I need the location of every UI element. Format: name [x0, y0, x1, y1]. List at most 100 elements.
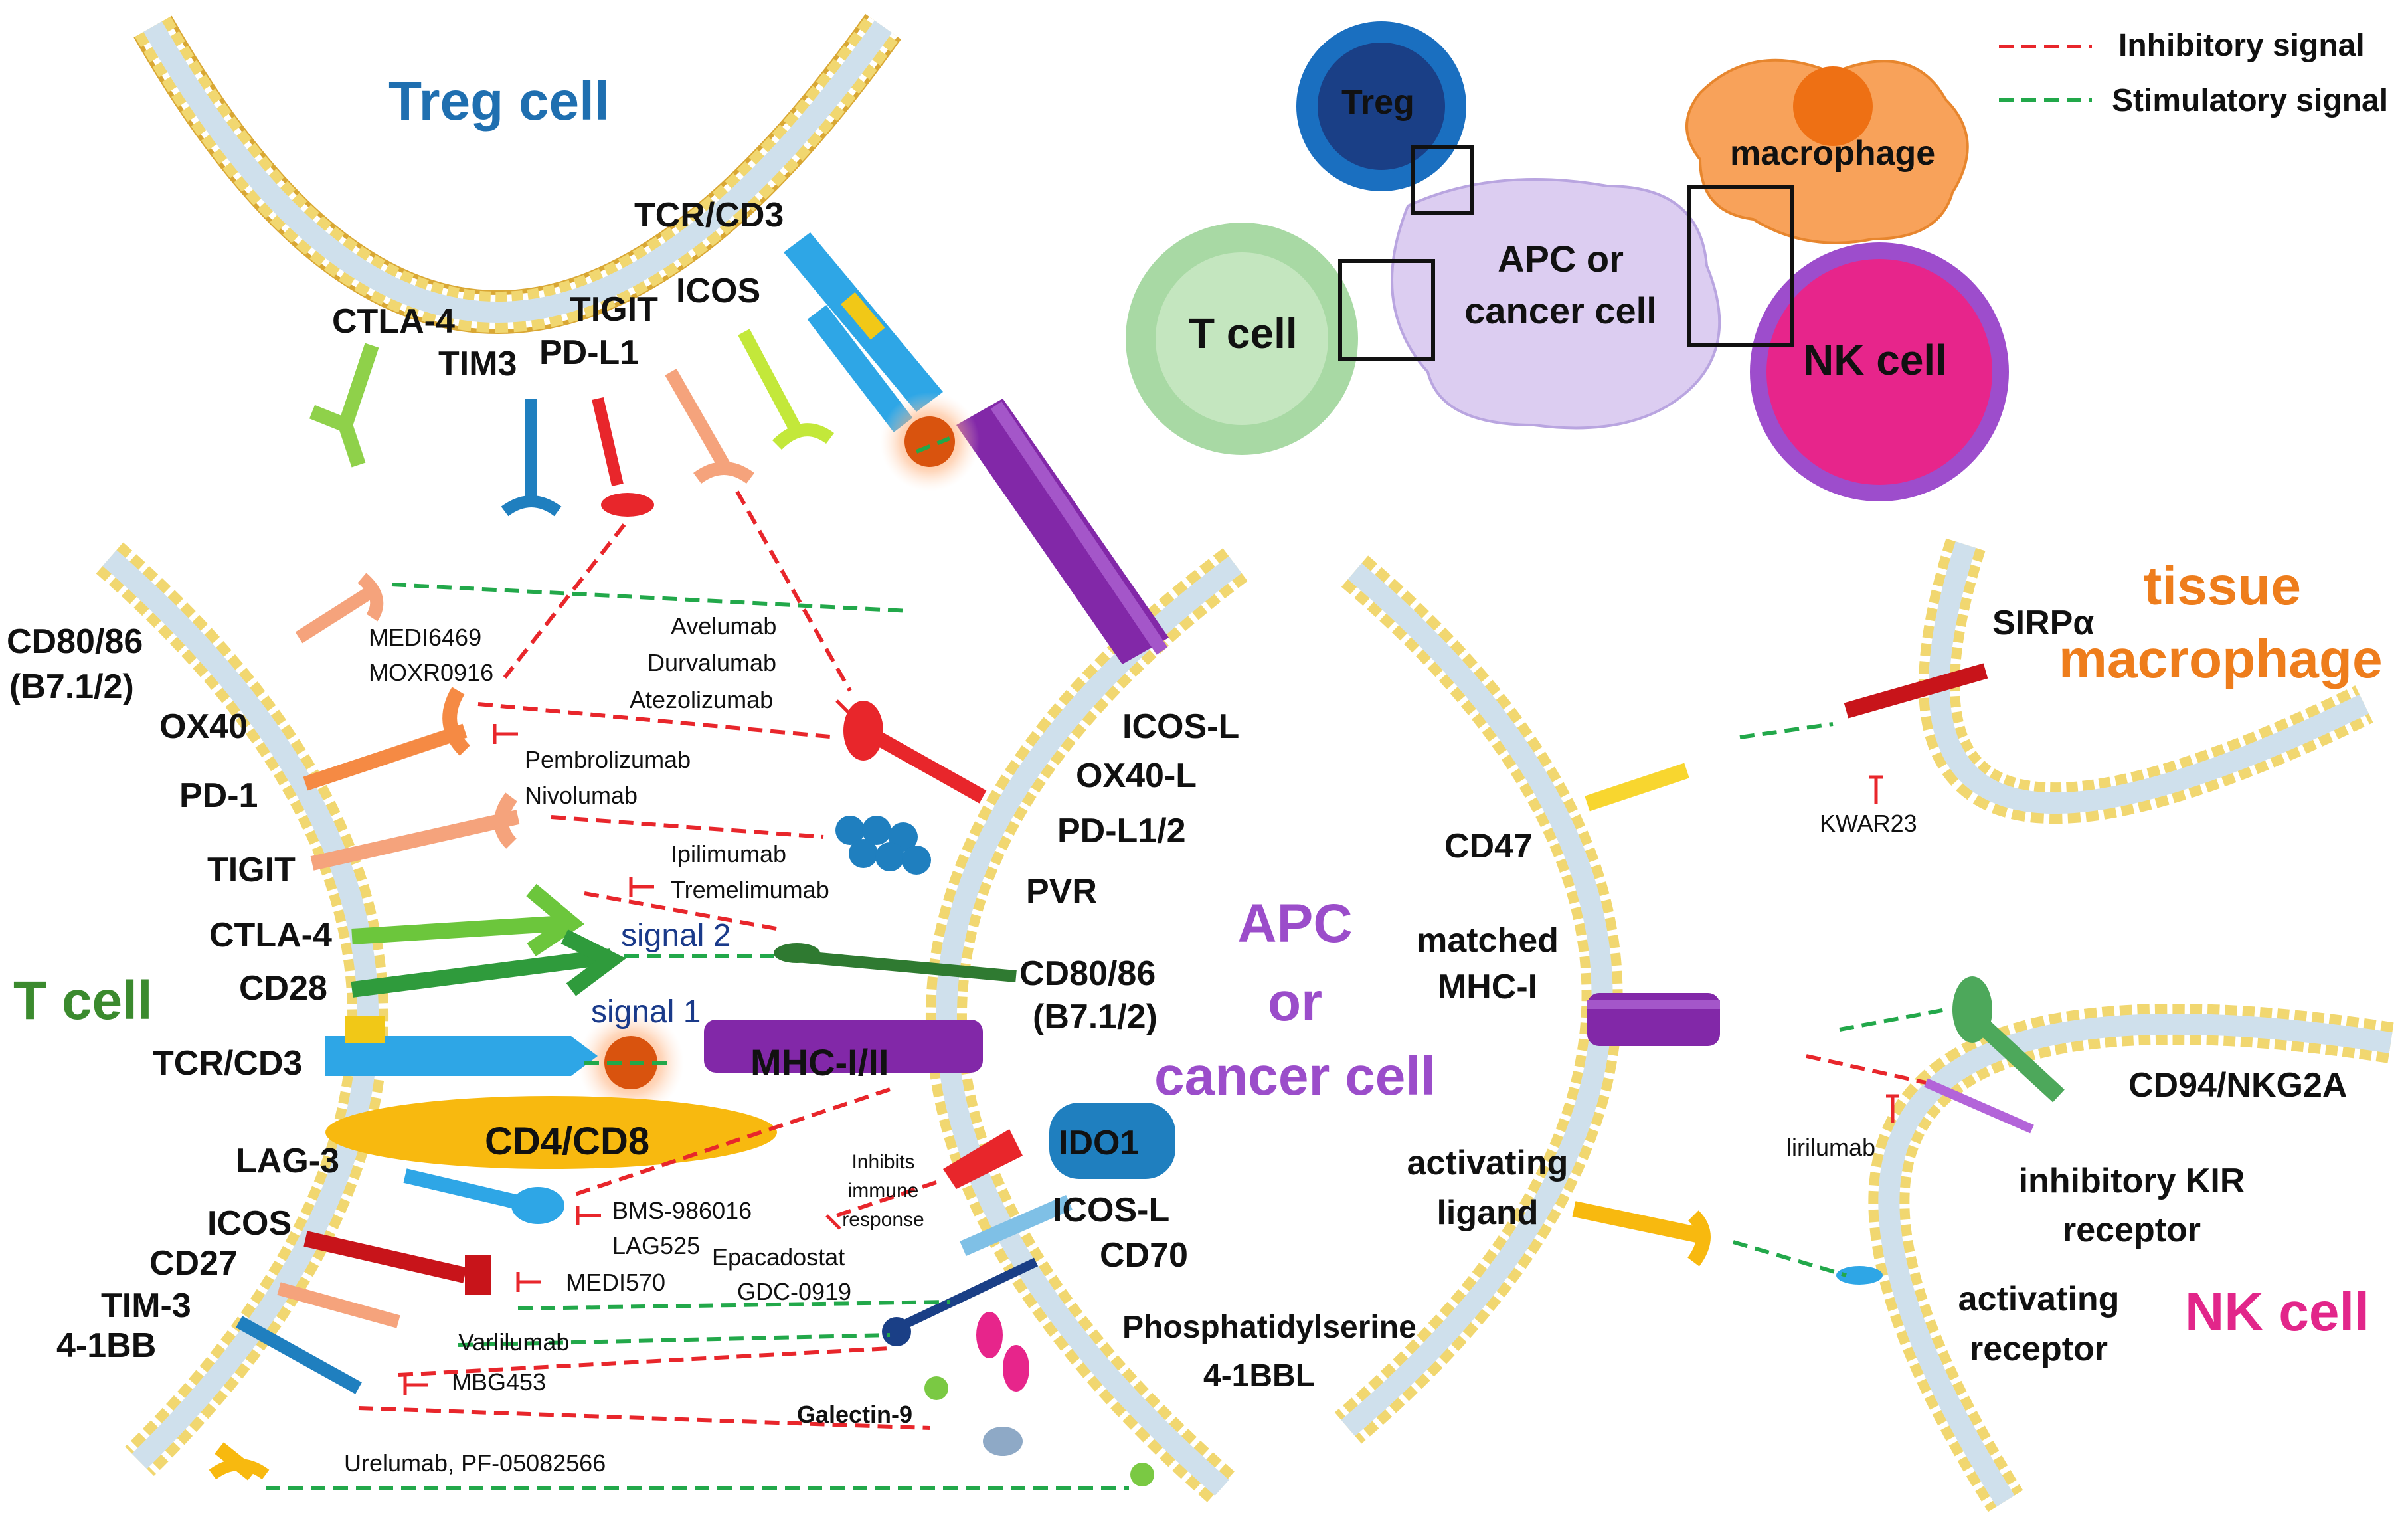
apc-cd80-label: CD80/86 — [1019, 954, 1156, 993]
apc-b7-label: (B7.1/2) — [1033, 998, 1158, 1036]
macrophage-membrane — [1919, 538, 2373, 824]
apc-ps-label: Phosphatidylserine — [1122, 1310, 1417, 1345]
tcell-pd1-label: PD-1 — [179, 776, 258, 815]
tcell-ox40-label: OX40 — [159, 707, 248, 746]
drug-atezolizumab: Atezolizumab — [630, 686, 774, 713]
apc-mhc-label: MHC-I/II — [750, 1041, 889, 1083]
drug-bms986016: BMS-986016 — [612, 1197, 752, 1224]
tcell-tcr-cd3-label: TCR/CD3 — [153, 1044, 303, 1083]
activating-ligand-line2: ligand — [1436, 1194, 1539, 1232]
inhibitory-kir-line2: receptor — [2062, 1211, 2201, 1249]
drug-durvalumab: Durvalumab — [647, 649, 777, 676]
inhibitory-kir-line1: inhibitory KIR — [2018, 1162, 2245, 1200]
overview-apc-line2: cancer cell — [1464, 290, 1657, 331]
apc-4-1bbl-label: 4-1BBL — [1203, 1358, 1316, 1394]
tcell-icos-label: ICOS — [207, 1204, 292, 1243]
tcell-b7-label: (B7.1/2) — [9, 668, 134, 706]
drug-pembrolizumab: Pembrolizumab — [525, 746, 691, 773]
overview-t-cell-label: T cell — [1189, 310, 1298, 357]
apc-galectin9-label: Galectin-9 — [797, 1401, 913, 1428]
drug-medi6469: MEDI6469 — [369, 624, 482, 651]
t-cell-membrane — [96, 542, 389, 1477]
t-cell-receptor-shapes — [209, 573, 777, 1481]
cd47-label: CD47 — [1444, 827, 1533, 865]
overview-apc-line1: APC or — [1498, 238, 1624, 280]
treg-tim3-label: TIM3 — [438, 345, 517, 383]
apc-title-line1: APC — [1237, 893, 1353, 954]
cd94-nkg2a-label: CD94/NKG2A — [2128, 1066, 2348, 1105]
inhibits-line3: response — [842, 1209, 924, 1231]
macrophage-title: macrophage — [2059, 629, 2383, 689]
drug-tremelimumab: Tremelimumab — [671, 876, 829, 903]
treg-cell-title: Treg cell — [388, 71, 610, 132]
drug-kwar23: KWAR23 — [1820, 810, 1917, 837]
overview-nk-cell-label: NK cell — [1803, 336, 1947, 384]
tcell-lag3-label: LAG-3 — [236, 1142, 339, 1180]
activating-ligand-line1: activating — [1407, 1144, 1569, 1182]
apc-ido1-label: IDO1 — [1059, 1124, 1140, 1162]
treg-pdl1-label: PD-L1 — [539, 333, 640, 372]
tcell-cd27-label: CD27 — [149, 1244, 238, 1283]
drug-nivolumab: Nivolumab — [525, 782, 638, 809]
apc-pvr-label: PVR — [1026, 872, 1097, 911]
overview-macrophage-label: macrophage — [1730, 134, 1936, 173]
matched-label: matched — [1417, 921, 1559, 960]
apc-title-line3: cancer cell — [1154, 1046, 1436, 1107]
stimulatory-signal-lines — [266, 436, 1946, 1490]
tcell-tim3-label: TIM-3 — [101, 1287, 191, 1325]
nk-panel-shapes — [1572, 663, 2065, 1285]
apc-icosl-label: ICOS-L — [1122, 707, 1240, 746]
apc-icosl2-label: ICOS-L — [1053, 1191, 1170, 1229]
drug-epacadostat: Epacadostat — [712, 1243, 845, 1271]
overview-cells — [1126, 21, 2009, 501]
apc-ligand-shapes — [774, 701, 1175, 1486]
treg-tigit-label: TIGIT — [570, 290, 658, 329]
tcell-4-1bb-label: 4-1BB — [56, 1326, 157, 1365]
overview-treg-label: Treg — [1341, 83, 1415, 122]
apc-pdl12-label: PD-L1/2 — [1057, 812, 1186, 850]
signal1-label: signal 1 — [591, 994, 701, 1030]
drug-lag525: LAG525 — [612, 1232, 701, 1259]
signal2-label: signal 2 — [621, 918, 731, 953]
apc-cd70-label: CD70 — [1100, 1236, 1188, 1275]
treg-receptor-shapes — [309, 232, 943, 517]
nk-cell-title: NK cell — [2185, 1282, 2369, 1342]
apc-title-line2: or — [1268, 972, 1322, 1032]
drug-varlilumab: Varlilumab — [458, 1328, 570, 1356]
drug-mbg453: MBG453 — [452, 1368, 547, 1395]
drug-avelumab: Avelumab — [671, 612, 777, 640]
apc-membrane — [926, 548, 1248, 1504]
drug-medi570: MEDI570 — [566, 1269, 666, 1296]
tissue-title: tissue — [2144, 556, 2301, 616]
inhibits-line2: immune — [847, 1180, 919, 1202]
legend-stimulatory-label: Stimulatory signal — [2112, 83, 2389, 118]
mhc-shapes — [704, 399, 1720, 1073]
activating-receptor-line1: activating — [1958, 1280, 2120, 1318]
drug-moxr0916: MOXR0916 — [369, 659, 494, 686]
treg-ctla4-label: CTLA-4 — [332, 302, 455, 341]
activating-receptor-line2: receptor — [1969, 1330, 2108, 1368]
drug-lirilumab: lirilumab — [1786, 1134, 1876, 1161]
drug-gdc0919: GDC-0919 — [737, 1278, 852, 1305]
treg-icos-label: ICOS — [676, 272, 761, 310]
apc-ox40l-label: OX40-L — [1076, 757, 1197, 795]
legend-inhibitory-label: Inhibitory signal — [2118, 28, 2365, 63]
treg-membrane — [133, 13, 901, 334]
tcell-tigit-label: TIGIT — [207, 851, 296, 889]
inhibitory-signal-lines — [358, 490, 1927, 1430]
tcell-ctla4-label: CTLA-4 — [209, 916, 332, 954]
tcell-cd80-label: CD80/86 — [7, 622, 143, 661]
tcell-cd28-label: CD28 — [239, 969, 327, 1008]
sirpa-label: SIRPα — [1992, 604, 2095, 642]
inhibits-line1: Inhibits — [851, 1151, 915, 1173]
tcell-cd4-cd8-label: CD4/CD8 — [485, 1120, 650, 1163]
drug-urelumab: Urelumab, PF-05082566 — [344, 1449, 606, 1477]
drug-ipilimumab: Ipilimumab — [671, 840, 787, 867]
t-cell-title: T cell — [13, 970, 153, 1031]
inhibition-bars — [403, 699, 1899, 1395]
treg-tcr-cd3-label: TCR/CD3 — [634, 196, 784, 234]
mhc-i-label: MHC-I — [1437, 968, 1538, 1006]
nk-membrane — [1868, 1003, 2394, 1512]
